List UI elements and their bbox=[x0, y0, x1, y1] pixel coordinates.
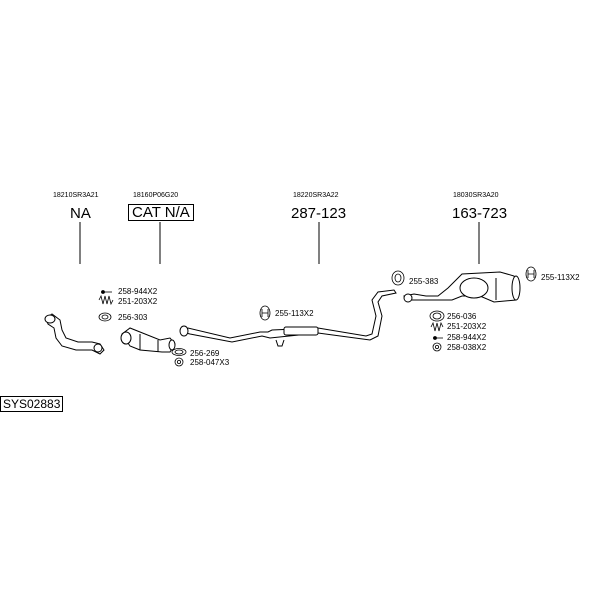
part-number-cat[interactable]: CAT N/A bbox=[128, 204, 194, 221]
oem-number-front-pipe: 18210SR3A21 bbox=[53, 192, 99, 199]
rear-fixings bbox=[429, 310, 445, 352]
label-front-gasket[interactable]: 256-303 bbox=[118, 313, 148, 322]
cat-fixings bbox=[171, 348, 187, 367]
rear-hanger-icon bbox=[525, 266, 537, 282]
part-number-front-pipe[interactable]: NA bbox=[70, 205, 91, 222]
rear-ring-icon bbox=[391, 270, 405, 286]
oem-number-rear-box: 18030SR3A20 bbox=[453, 192, 499, 199]
label-cat-nuts[interactable]: 258-047X3 bbox=[190, 358, 230, 367]
front-fixings bbox=[98, 290, 114, 322]
label-rear-nuts[interactable]: 258-038X2 bbox=[447, 343, 487, 352]
label-rear-bolts[interactable]: 258-944X2 bbox=[447, 333, 487, 342]
label-rear-springs[interactable]: 251-203X2 bbox=[447, 322, 487, 331]
label-front-springs[interactable]: 251-203X2 bbox=[118, 297, 158, 306]
label-front-bolts[interactable]: 258-944X2 bbox=[118, 287, 158, 296]
rear-silencer bbox=[403, 271, 521, 303]
front-pipe bbox=[44, 313, 105, 355]
mid-pipe bbox=[179, 289, 397, 347]
oem-number-cat: 18160P06G20 bbox=[133, 192, 179, 199]
catalytic-converter bbox=[120, 327, 176, 353]
label-mid-hanger[interactable]: 255-113X2 bbox=[275, 309, 314, 318]
mid-hanger-icon bbox=[259, 305, 271, 321]
system-code: SYS02883 bbox=[0, 396, 64, 412]
label-rear-hanger[interactable]: 255-113X2 bbox=[541, 273, 580, 282]
part-number-rear-box[interactable]: 163-723 bbox=[452, 205, 508, 222]
label-rear-gasket[interactable]: 256-036 bbox=[447, 312, 477, 321]
label-cat-gasket[interactable]: 256-269 bbox=[190, 349, 220, 358]
label-rear-ring[interactable]: 255-383 bbox=[409, 277, 439, 286]
oem-number-mid-pipe: 18220SR3A22 bbox=[293, 192, 339, 199]
part-number-mid-pipe[interactable]: 287-123 bbox=[291, 205, 347, 222]
